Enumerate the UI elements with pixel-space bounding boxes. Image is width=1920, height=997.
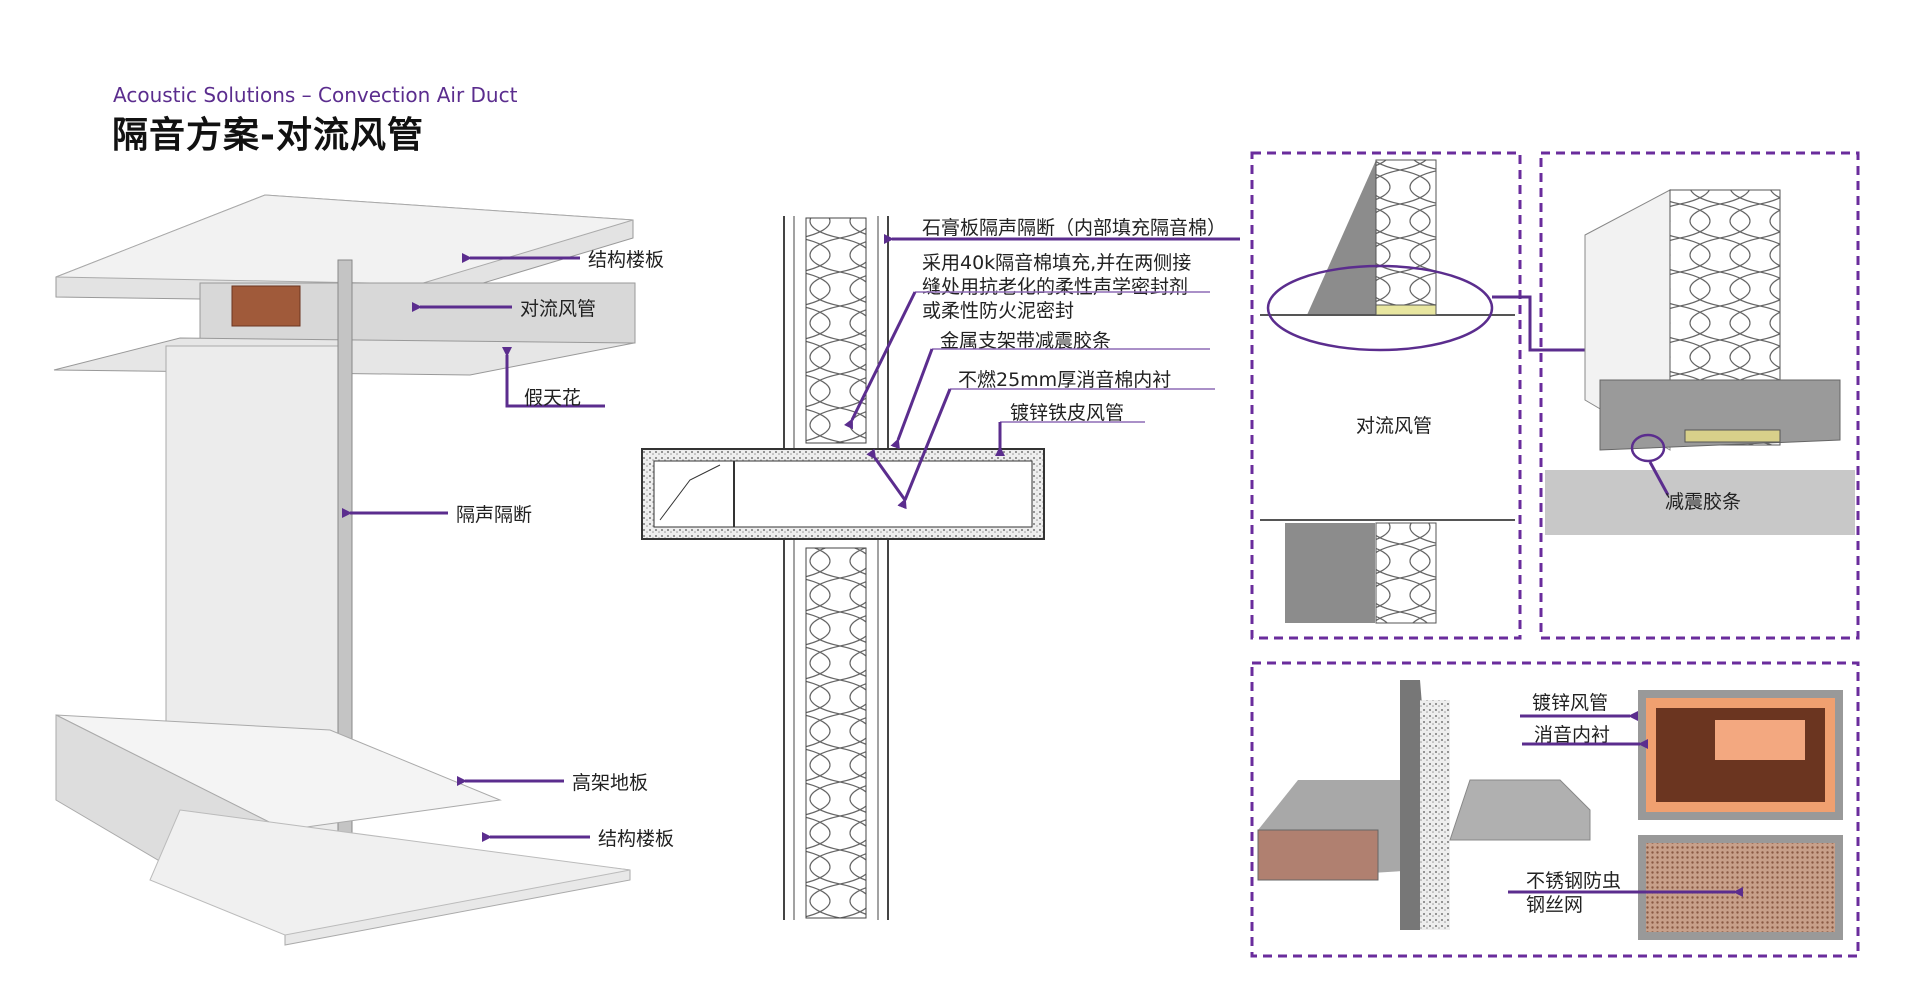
label-galvanized-duct-detail: 镀锌风管 — [1532, 692, 1608, 714]
label-mesh-line2: 钢丝网 — [1526, 894, 1583, 916]
subtitle: Acoustic Solutions – Convection Air Duct — [113, 83, 518, 107]
duct-opening — [231, 285, 301, 327]
label-raised-floor: 高架地板 — [572, 772, 648, 794]
detail-box-strip: 减震胶条 — [1539, 151, 1860, 640]
label-acoustic-partition: 隔声隔断 — [456, 504, 532, 526]
section-labels: 石膏板隔声隔断（内部填充隔音棉） 采用40k隔音棉填充,并在两侧接 缝处用抗老化… — [843, 216, 1240, 510]
label-structural-slab-top: 结构楼板 — [588, 249, 664, 271]
label-lining: 不燃25mm厚消音棉内衬 — [958, 369, 1171, 391]
label-damping-strip: 减震胶条 — [1665, 491, 1741, 513]
label-convection-duct: 对流风管 — [520, 298, 596, 320]
page-title: 隔音方案-对流风管 — [112, 115, 424, 156]
label-structural-slab-bottom: 结构楼板 — [598, 828, 674, 850]
label-gypsum-partition: 石膏板隔声隔断（内部填充隔音棉） — [922, 216, 1226, 239]
label-fill-line2: 缝处用抗老化的柔性声学密封剂 — [922, 276, 1188, 298]
detail-box-duct-section — [1250, 661, 1860, 958]
label-galvanized-duct: 镀锌铁皮风管 — [1010, 402, 1124, 424]
label-convection-duct-detail: 对流风管 — [1356, 415, 1432, 437]
label-false-ceiling: 假天花 — [524, 387, 581, 409]
detail-bottom-labels: 镀锌风管 消音内衬 不锈钢防虫 钢丝网 — [1508, 692, 1743, 916]
axonometric-view — [53, 194, 636, 946]
section-view — [641, 216, 1045, 920]
label-fill-line3: 或柔性防火泥密封 — [922, 300, 1074, 322]
label-mesh-line1: 不锈钢防虫 — [1526, 870, 1621, 892]
label-fill-line1: 采用40k隔音棉填充,并在两侧接 — [922, 252, 1191, 274]
label-silencer-lining: 消音内衬 — [1534, 724, 1610, 746]
label-bracket: 金属支架带减震胶条 — [940, 330, 1111, 352]
detail-box-duct: 对流风管 — [1250, 151, 1522, 640]
axonometric-labels: 结构楼板 对流风管 假天花 隔声隔断 高架地板 结构楼板 — [342, 249, 674, 850]
